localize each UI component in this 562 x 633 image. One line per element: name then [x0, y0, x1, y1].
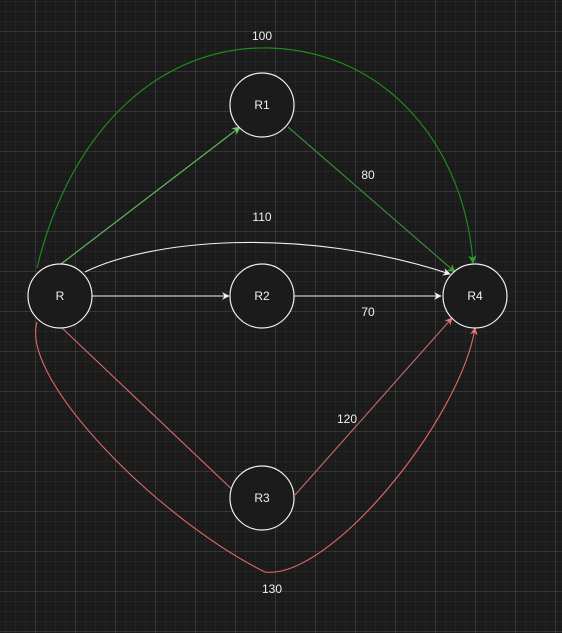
node-r2-label: R2	[254, 289, 270, 303]
node-r1[interactable]: R1	[229, 72, 295, 138]
node-r2[interactable]: R2	[229, 263, 295, 329]
edge-label-white-curve: 110	[252, 210, 271, 224]
edge-r-r1[interactable]	[60, 126, 241, 265]
edge-r1-r4[interactable]	[287, 126, 456, 273]
edge-r-r4-white-curve[interactable]	[84, 241, 451, 276]
edge-r-r3[interactable]	[60, 326, 241, 498]
edge-label-r2-r4: 70	[361, 305, 375, 319]
node-r-label: R	[56, 289, 65, 303]
edge-label-r1-r4: 80	[361, 168, 375, 182]
node-r[interactable]: R	[27, 263, 93, 329]
edge-r-r4-green-curve[interactable]	[36, 47, 477, 269]
edge-label-r3-r4: 120	[337, 412, 357, 426]
node-r1-label: R1	[254, 98, 270, 112]
edge-r3-r4[interactable]	[294, 317, 453, 496]
edge-label-red-curve: 130	[262, 582, 282, 596]
node-r3[interactable]: R3	[229, 465, 295, 531]
node-r3-label: R3	[254, 491, 270, 505]
node-r4-label: R4	[467, 289, 483, 303]
edge-label-green-curve: 100	[252, 29, 272, 43]
node-r4[interactable]: R4	[442, 263, 508, 329]
edge-r-r4-red-curve[interactable]	[35, 321, 478, 573]
